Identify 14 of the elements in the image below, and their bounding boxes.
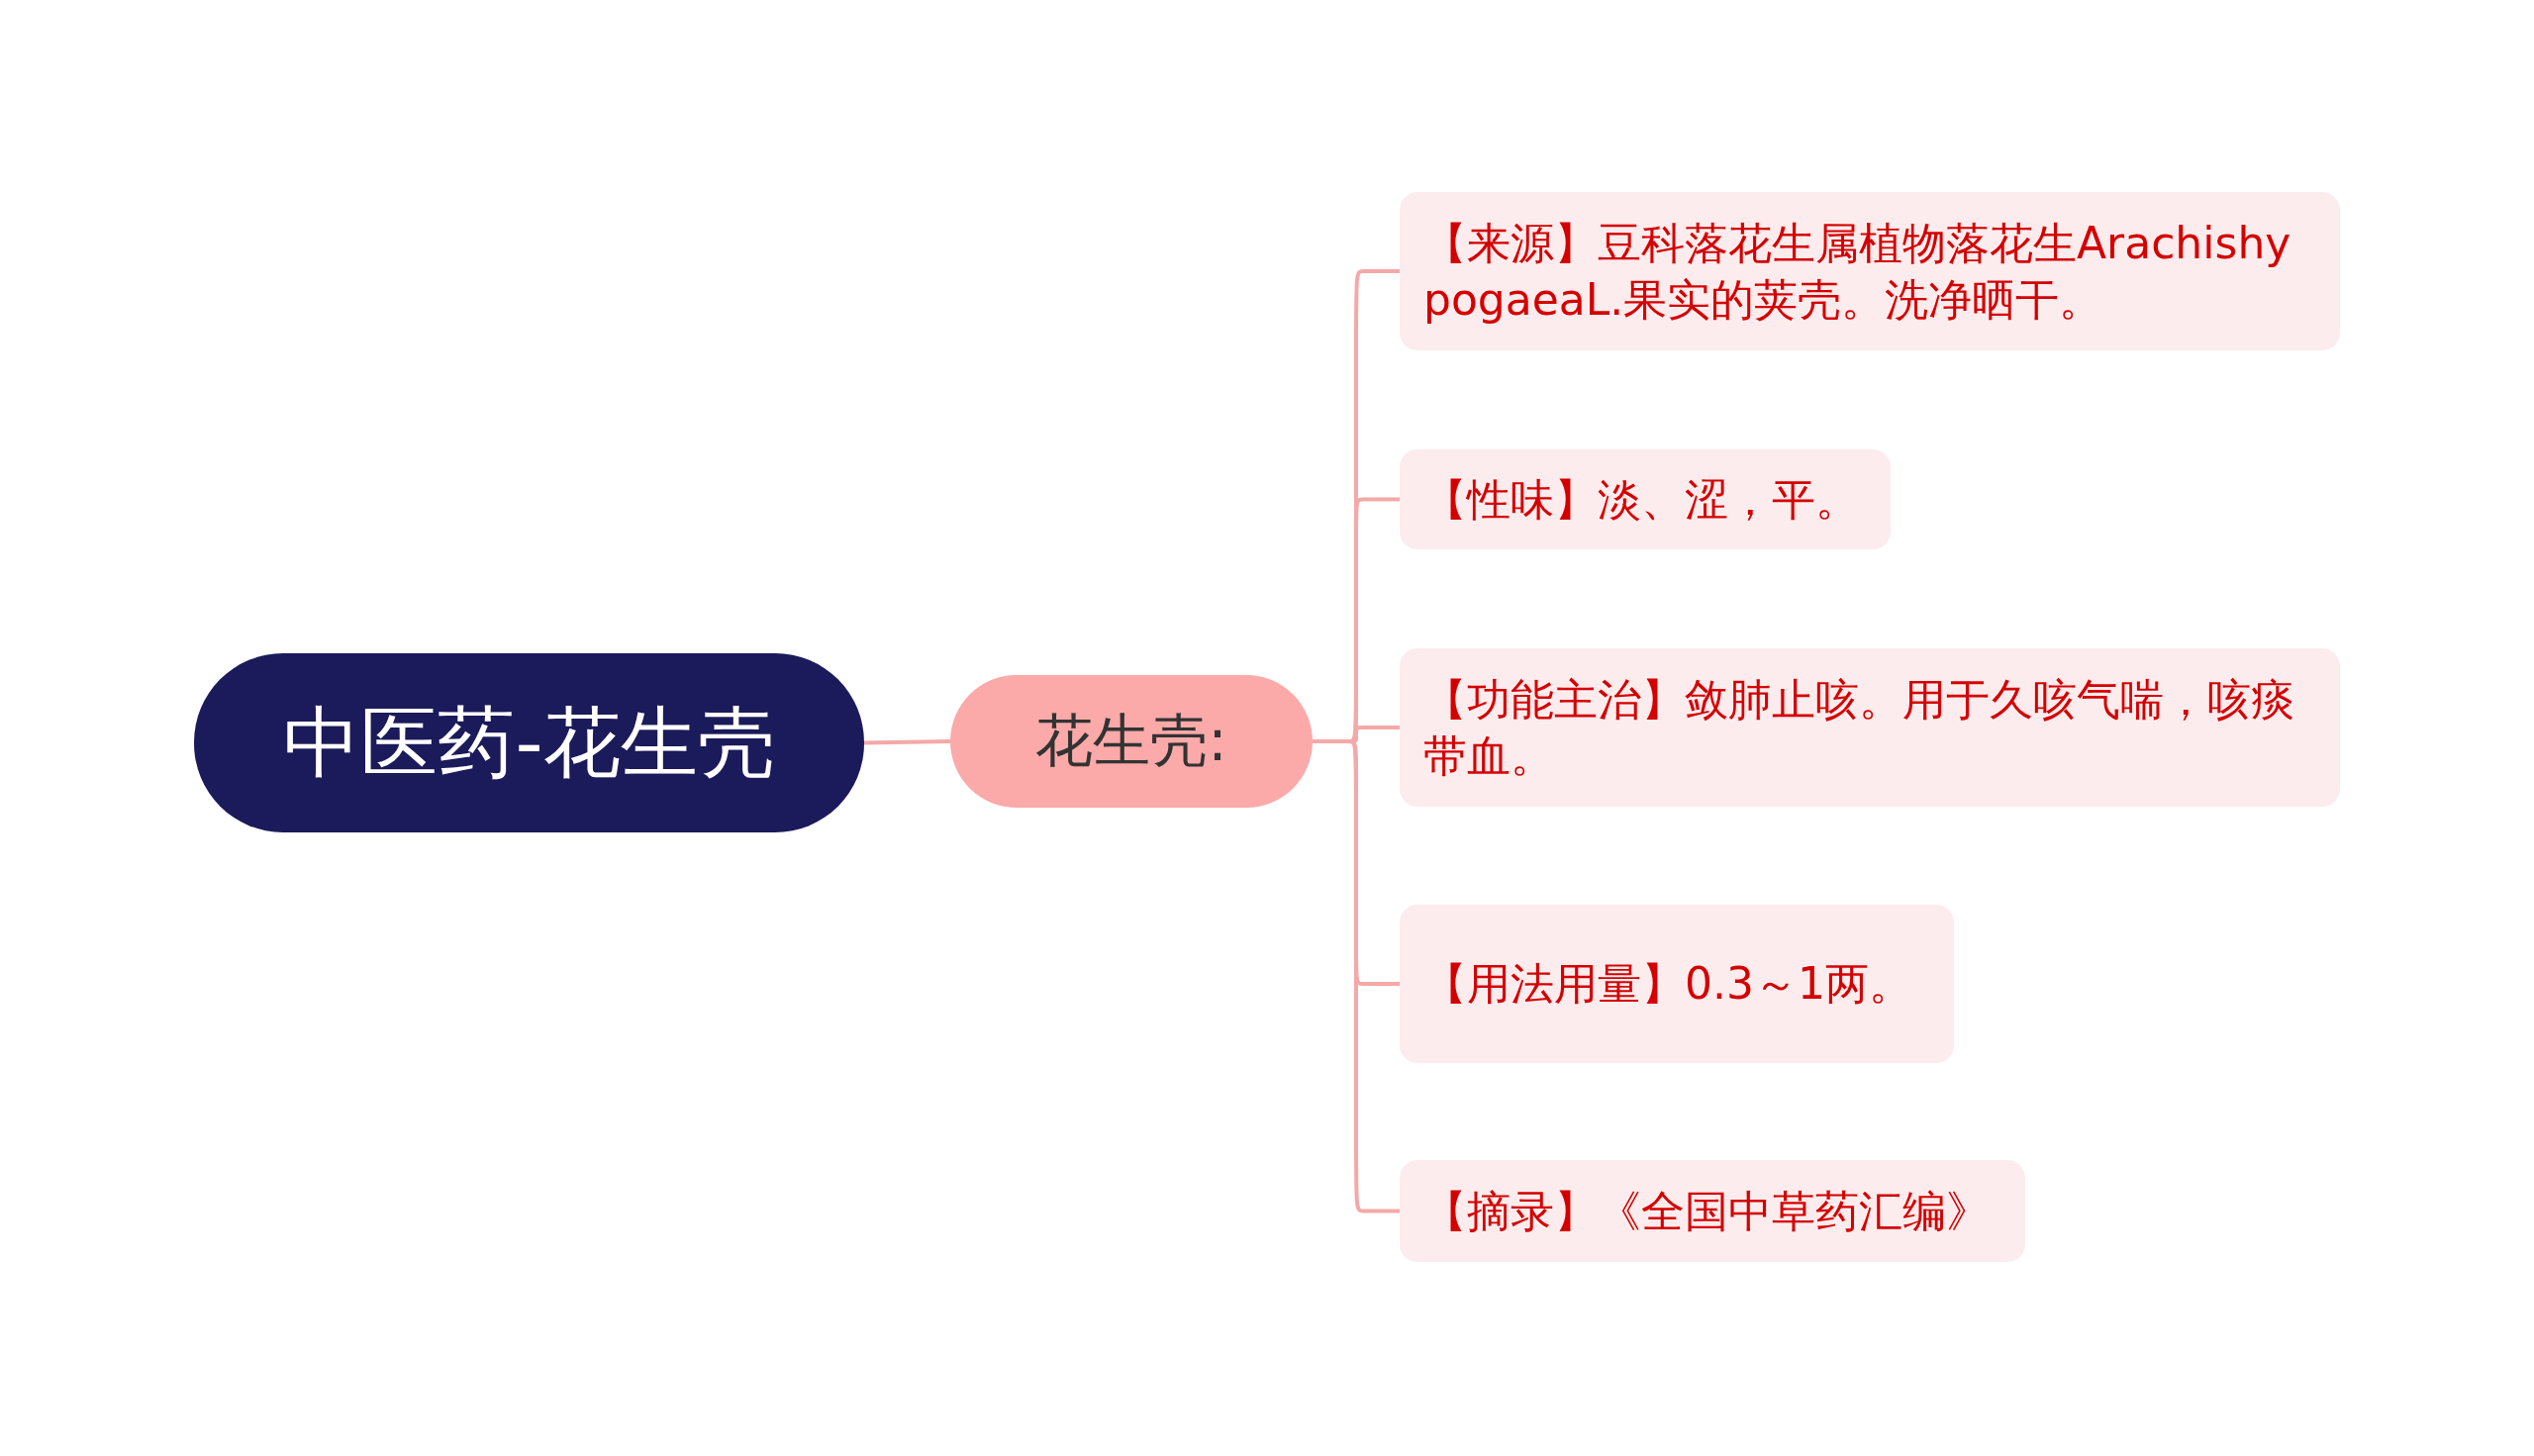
topic-text: 【来源】豆科落花生属植物落花生Arachishy pogaeaL.果实的荚壳。洗净晒干。 [1423, 216, 2292, 327]
topic-text: 花生壳: [1035, 706, 1227, 777]
topic-text: 【摘录】《全国中草药汇编》 [1423, 1184, 1990, 1238]
subtopic-card [1400, 648, 2340, 807]
topic-text: 【用法用量】0.3～1两。 [1423, 957, 1912, 1012]
subtopic-card [1400, 192, 2340, 350]
topic-text: 【功能主治】敛肺止咳。用于久咳气喘，咳痰带血。 [1423, 672, 2295, 783]
connector-line [863, 739, 951, 745]
subtopic-card [1400, 905, 1954, 1063]
topic-text: 【性味】淡、涩，平。 [1423, 472, 1859, 527]
subtopic-card [1400, 449, 1891, 549]
subtopic-card [1400, 1160, 2025, 1262]
connector-line [1313, 739, 1400, 1213]
topic-text: 中医药-花生壳 [283, 696, 775, 789]
